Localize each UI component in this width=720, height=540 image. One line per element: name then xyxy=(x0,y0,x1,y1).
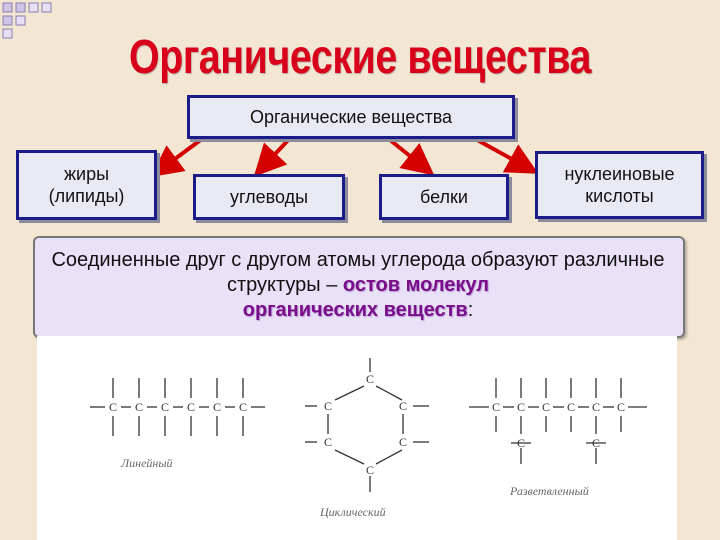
branched-caption: Разветвленный xyxy=(510,484,589,498)
linear-c6: C xyxy=(239,400,247,414)
cyclic-c6: C xyxy=(366,463,374,477)
carbon-structures: C C C C C C C C C C C C xyxy=(90,358,647,492)
cyclic-c3: C xyxy=(399,399,407,413)
linear-c5: C xyxy=(213,400,221,414)
branched-c1: C xyxy=(492,400,500,414)
fats-box: жиры (липиды) xyxy=(16,150,157,220)
linear-c1: C xyxy=(109,400,117,414)
branched-c6: C xyxy=(617,400,625,414)
arrow-to-fats xyxy=(150,134,208,178)
branched-c8: C xyxy=(592,436,600,450)
description-end: : xyxy=(467,299,474,321)
branched-atoms: C C C C C C C C xyxy=(492,400,625,450)
fats-label: жиры xyxy=(63,163,110,184)
description-part: Соединенные друг с другом атомы углерода… xyxy=(51,249,665,296)
nucleic-acids-sublabel: кислоты xyxy=(585,186,654,206)
proteins-box: белки xyxy=(379,174,509,220)
branched-c4: C xyxy=(567,400,575,414)
text-scroll xyxy=(33,236,685,338)
linear-caption: Линейный xyxy=(121,456,173,470)
linear-structure xyxy=(90,378,265,436)
branched-c2: C xyxy=(517,400,525,414)
hierarchy-arrows xyxy=(150,134,539,178)
highlight-skeleton: остов молекул xyxy=(342,274,489,296)
description-text: Соединенные друг с другом атомы углерода… xyxy=(40,248,676,323)
cyclic-c1: C xyxy=(366,372,374,386)
linear-atoms: C C C C C C xyxy=(109,400,247,414)
branched-c7: C xyxy=(517,436,525,450)
carbohydrates-box: углеводы xyxy=(193,174,345,220)
branched-c3: C xyxy=(542,400,550,414)
cyclic-atoms: C C C C C C xyxy=(324,372,407,477)
slide-title: Органические вещества xyxy=(128,31,592,84)
cyclic-c2: C xyxy=(324,399,332,413)
cyclic-c4: C xyxy=(324,435,332,449)
cyclic-structure xyxy=(305,358,429,492)
arrow-to-nucleic-acids xyxy=(469,134,539,174)
cyclic-c5: C xyxy=(399,435,407,449)
structures-panel xyxy=(37,336,677,540)
cyclic-caption: Циклический xyxy=(320,505,386,519)
corner-decoration xyxy=(2,2,52,39)
linear-c3: C xyxy=(161,400,169,414)
proteins-label: белки xyxy=(420,186,468,207)
linear-c2: C xyxy=(135,400,143,414)
linear-c4: C xyxy=(187,400,195,414)
highlight-organic: органических веществ xyxy=(242,299,468,321)
arrow-to-proteins xyxy=(383,134,435,176)
fats-sublabel: (липиды) xyxy=(48,186,125,206)
root-box: Органические вещества xyxy=(187,95,515,139)
branched-c5: C xyxy=(592,400,600,414)
nucleic-acids-label: нуклеиновые xyxy=(564,163,675,184)
branched-structure xyxy=(469,378,647,464)
arrow-to-carbohydrates xyxy=(253,134,294,177)
carbohydrates-label: углеводы xyxy=(229,186,309,207)
nucleic-acids-box: нуклеиновые кислоты xyxy=(535,151,704,219)
root-label: Органические вещества xyxy=(249,106,453,127)
